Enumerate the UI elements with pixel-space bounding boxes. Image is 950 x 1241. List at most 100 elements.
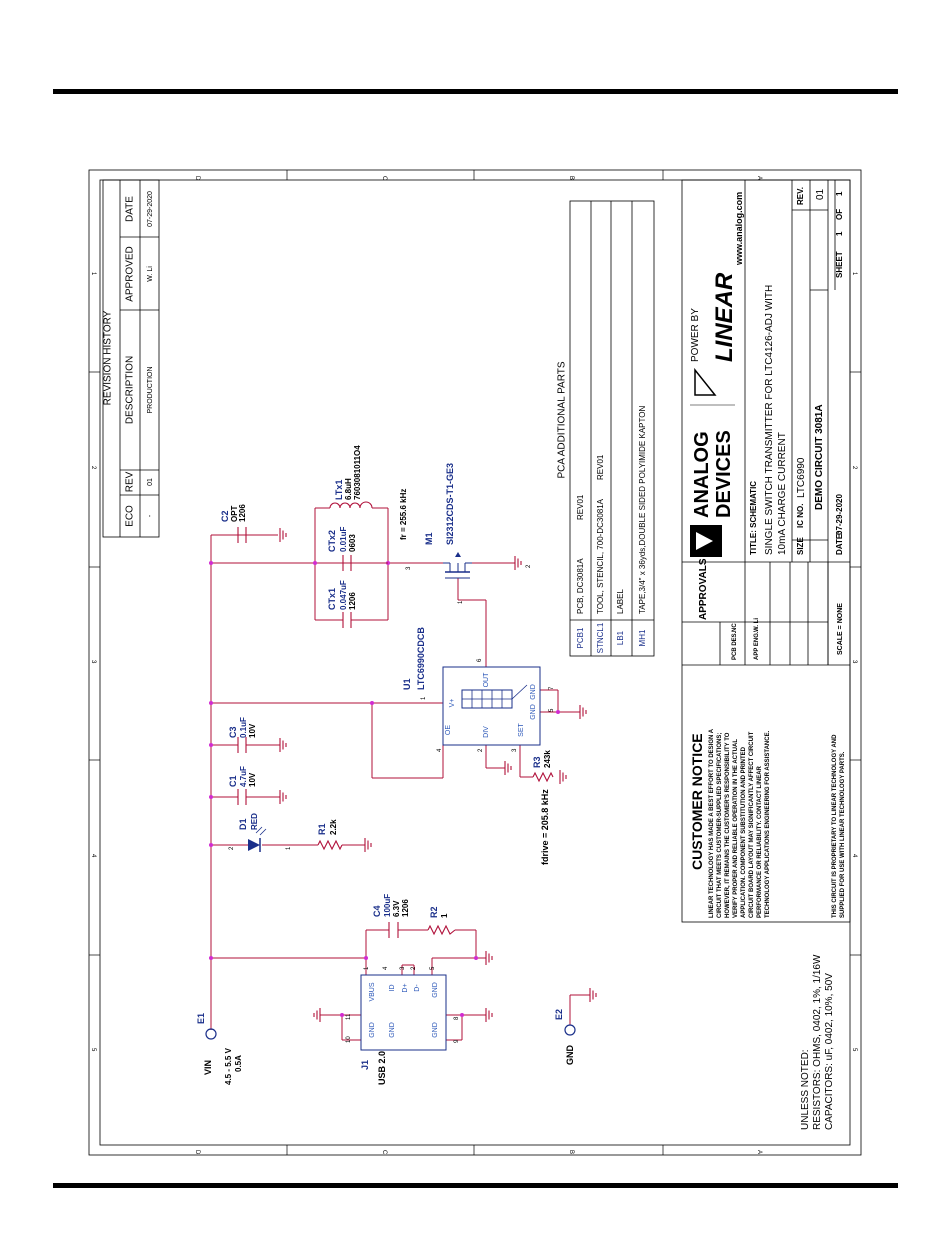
j1-pin-dm: D- xyxy=(414,984,421,992)
capacitor-ctx2 xyxy=(342,555,388,571)
label-r3-v1: 243k xyxy=(543,750,552,768)
j1-pin-id: ID xyxy=(389,985,396,992)
rev-label: REV. xyxy=(796,187,805,205)
logo-linear: LINEAR xyxy=(711,272,738,362)
logo-devices: DEVICES xyxy=(713,430,735,518)
rev-rev-value: 01 xyxy=(147,478,154,486)
revision-history-title: REVISION HISTORY xyxy=(103,310,114,405)
capacitor-c2 xyxy=(211,527,278,543)
led-d1 xyxy=(248,826,267,852)
label-c1-v1: 4.7uF xyxy=(239,766,248,787)
zone-letter-d-top: D xyxy=(194,176,200,181)
notice-footer-2: SUPPLIED FOR USE WITH LINEAR TECHNOLOGY … xyxy=(840,751,846,918)
label-c3-ref: C3 xyxy=(228,726,238,738)
zone-letter-b-bottom: B xyxy=(568,1150,574,1154)
label-ltx1-v1: 6.8uH xyxy=(344,478,353,500)
notice-footer-1: THIS CIRCUIT IS PROPRIETARY TO LINEAR TE… xyxy=(832,734,838,918)
notice-line-4: VERIFY PROPER AND RELIABLE OPERATION IN … xyxy=(733,739,739,918)
app-eng-value: W. Li xyxy=(754,618,760,632)
zone-number-5-right: 5 xyxy=(851,1048,857,1052)
label-c2-v2: 1206 xyxy=(238,504,247,522)
revision-history-table: REVISION HISTORY ECO REV DESCRIPTION APP… xyxy=(102,179,160,538)
notice-line-1: LINEAR TECHNOLOGY HAS MADE A BEST EFFORT… xyxy=(709,728,715,918)
label-e1-net: VIN xyxy=(203,1060,213,1075)
pin-number: 2 xyxy=(229,846,235,850)
part-ref-lb1: LB1 xyxy=(616,630,625,645)
label-r1-ref: R1 xyxy=(317,823,327,835)
title-line1: SINGLE SWITCH TRANSMITTER FOR LTC4126-AD… xyxy=(764,285,775,555)
pin-number: 7 xyxy=(549,686,555,690)
ic-u1 xyxy=(442,666,541,746)
top-rule xyxy=(53,89,898,94)
zone-number-4-right: 4 xyxy=(851,854,857,858)
label-fr: fr = 255.6 kHz xyxy=(399,489,408,540)
bottom-rule xyxy=(53,1183,898,1188)
pin-number: 2 xyxy=(478,748,484,752)
zone-number-2-left: 2 xyxy=(90,466,96,470)
ic-no-label: IC NO. xyxy=(796,504,805,528)
label-r3-ref: R3 xyxy=(532,756,542,768)
u1-pin-out: OUT xyxy=(483,672,490,688)
label-e1-v2: 0.5A xyxy=(234,1055,243,1072)
notice-line-6: CIRCUIT BOARD LAYOUT MAY SIGNIFICANTLY A… xyxy=(749,731,755,918)
label-c1-v2: 10V xyxy=(248,772,257,787)
label-e2-ref: E2 xyxy=(554,1009,564,1020)
label-r1-v1: 2.2k xyxy=(329,819,338,835)
part-desc-stncl1: TOOL, STENCIL, 700-DC3081A xyxy=(596,498,605,614)
pin-number: 2 xyxy=(526,564,532,568)
customer-notice-title: CUSTOMER NOTICE xyxy=(689,733,705,870)
part-ref-mh1: MH1 xyxy=(638,629,647,646)
notice-line-5: APPLICATION. COMPONENT SUBSTITUTION AND … xyxy=(741,746,747,918)
label-u1-part: LTC6990CDCB xyxy=(416,627,426,690)
label-c1-ref: C1 xyxy=(228,775,238,787)
label-ctx2-v1: 0.01uF xyxy=(339,527,348,552)
zone-number-2-right: 2 xyxy=(851,466,857,470)
zone-letter-d-bottom: D xyxy=(194,1150,200,1155)
pin-number: 2 xyxy=(411,966,417,970)
u1-pin-set: SET xyxy=(518,722,525,736)
part-desc-mh1: TAPE,3/4" x 36yds,DOUBLE SIDED POLYIMIDE… xyxy=(638,406,647,614)
sheet-of: OF xyxy=(835,209,844,220)
capacitor-c1 xyxy=(237,789,247,805)
analog-devices-logo: ANALOG DEVICES POWER BY LINEAR www.analo… xyxy=(690,192,744,557)
u1-pin-div: DIV xyxy=(483,726,490,738)
zone-letter-a-bottom: A xyxy=(756,1150,762,1154)
rev-header-eco: ECO xyxy=(125,505,136,527)
notice-line-8: TECHNOLOGY APPLICATIONS ENGINEERING FOR … xyxy=(765,730,771,918)
pin-number: 1 xyxy=(364,966,370,970)
part-rev-stncl1: REV01 xyxy=(596,454,605,480)
zone-letter-c-bottom: C xyxy=(381,1150,387,1155)
testpoint-e1 xyxy=(205,1028,217,1040)
u1-pin-vplus: V+ xyxy=(449,699,456,708)
demo-circuit: DEMO CIRCUIT 3081A xyxy=(814,404,825,510)
zone-number-1-right: 1 xyxy=(851,272,857,276)
label-c4-ref: C4 xyxy=(372,905,382,917)
j1-pin-gnd-b: GND xyxy=(432,1022,439,1038)
pcb-des-label: PCB DES. xyxy=(732,631,738,660)
notice-line-2: CIRCUIT THAT MEETS CUSTOMER-SUPPLIED SPE… xyxy=(717,733,723,918)
u1-pin-oe: OE xyxy=(445,725,452,735)
date-label: DATE: xyxy=(835,531,844,555)
logo-analog: ANALOG xyxy=(691,431,713,518)
zone-number-5-left: 5 xyxy=(90,1048,96,1052)
label-e1-ref: E1 xyxy=(196,1013,206,1024)
label-d1-ref: D1 xyxy=(238,818,248,830)
label-u1-ref: U1 xyxy=(402,678,412,690)
inductor-ltx1 xyxy=(329,501,373,509)
pca-parts-title: PCA ADDITIONAL PARTS xyxy=(557,361,568,478)
j1-pin-dp: D+ xyxy=(402,983,409,992)
label-r2-v1: 1 xyxy=(440,913,449,918)
j1-pin-gnd: GND xyxy=(432,982,439,998)
ground-symbols xyxy=(279,528,597,1022)
label-m1-ref: M1 xyxy=(424,532,434,545)
ic-no-value: LTC6990 xyxy=(796,457,807,498)
rev-header-date: DATE xyxy=(125,196,136,222)
sheet-total: 1 xyxy=(835,191,844,196)
label-j1-part: USB 2.0 xyxy=(377,1051,387,1085)
pin-number: 5 xyxy=(430,966,436,970)
label-ctx2-ref: CTx2 xyxy=(327,530,337,552)
pin-number: 1 xyxy=(286,846,292,850)
zone-ticks xyxy=(89,170,861,1155)
pin-number: 10 xyxy=(346,1036,352,1043)
